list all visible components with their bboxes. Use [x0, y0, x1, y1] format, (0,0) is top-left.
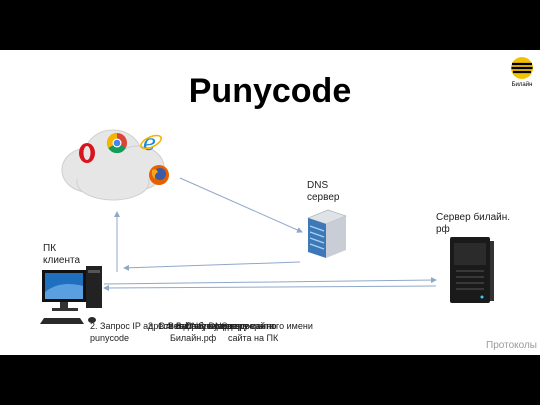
- flow-arrows: [103, 177, 437, 291]
- website-server-icon: [450, 237, 494, 303]
- beeline-logo-icon: [511, 57, 533, 79]
- website-server-label: Сервер билайн. рф: [436, 212, 511, 235]
- opera-icon: [79, 143, 95, 163]
- note-step-5: 5. Ответ сервера: [176, 321, 248, 331]
- slide-title: Punycode: [188, 72, 352, 110]
- browser-cloud: e: [58, 124, 169, 204]
- beeline-logo: Билайн: [505, 54, 539, 94]
- note-step-1: 1. Ввод в браузере доменного имени: [158, 321, 313, 331]
- ie-icon: e: [140, 131, 162, 154]
- footer-label: Протоколы: [486, 340, 537, 351]
- slide: Punycode Билайн: [0, 50, 540, 355]
- note-site-name: Билайн.рф: [170, 333, 217, 343]
- client-pc-icon: [40, 266, 102, 324]
- logo-text: Билайн: [511, 82, 533, 88]
- note-step-3: 3. Ответ DNS сервера: [148, 321, 241, 331]
- dns-server-icon: [307, 209, 347, 258]
- chrome-icon: [106, 132, 127, 154]
- firefox-icon: [149, 165, 169, 185]
- note-step-4: 4. Запрос к серверу сайта: [166, 321, 275, 331]
- note-site-on-pc: сайта на ПК: [228, 333, 279, 343]
- client-pc-label: ПК клиента: [43, 243, 81, 266]
- note-step-2-cont: punycode: [90, 333, 130, 343]
- note-step-2: 2. Запрос IP адреса сайта у DNS сервера …: [90, 321, 277, 331]
- cloud-icon: [61, 129, 165, 201]
- dns-server-label: DNS сервер: [307, 180, 340, 203]
